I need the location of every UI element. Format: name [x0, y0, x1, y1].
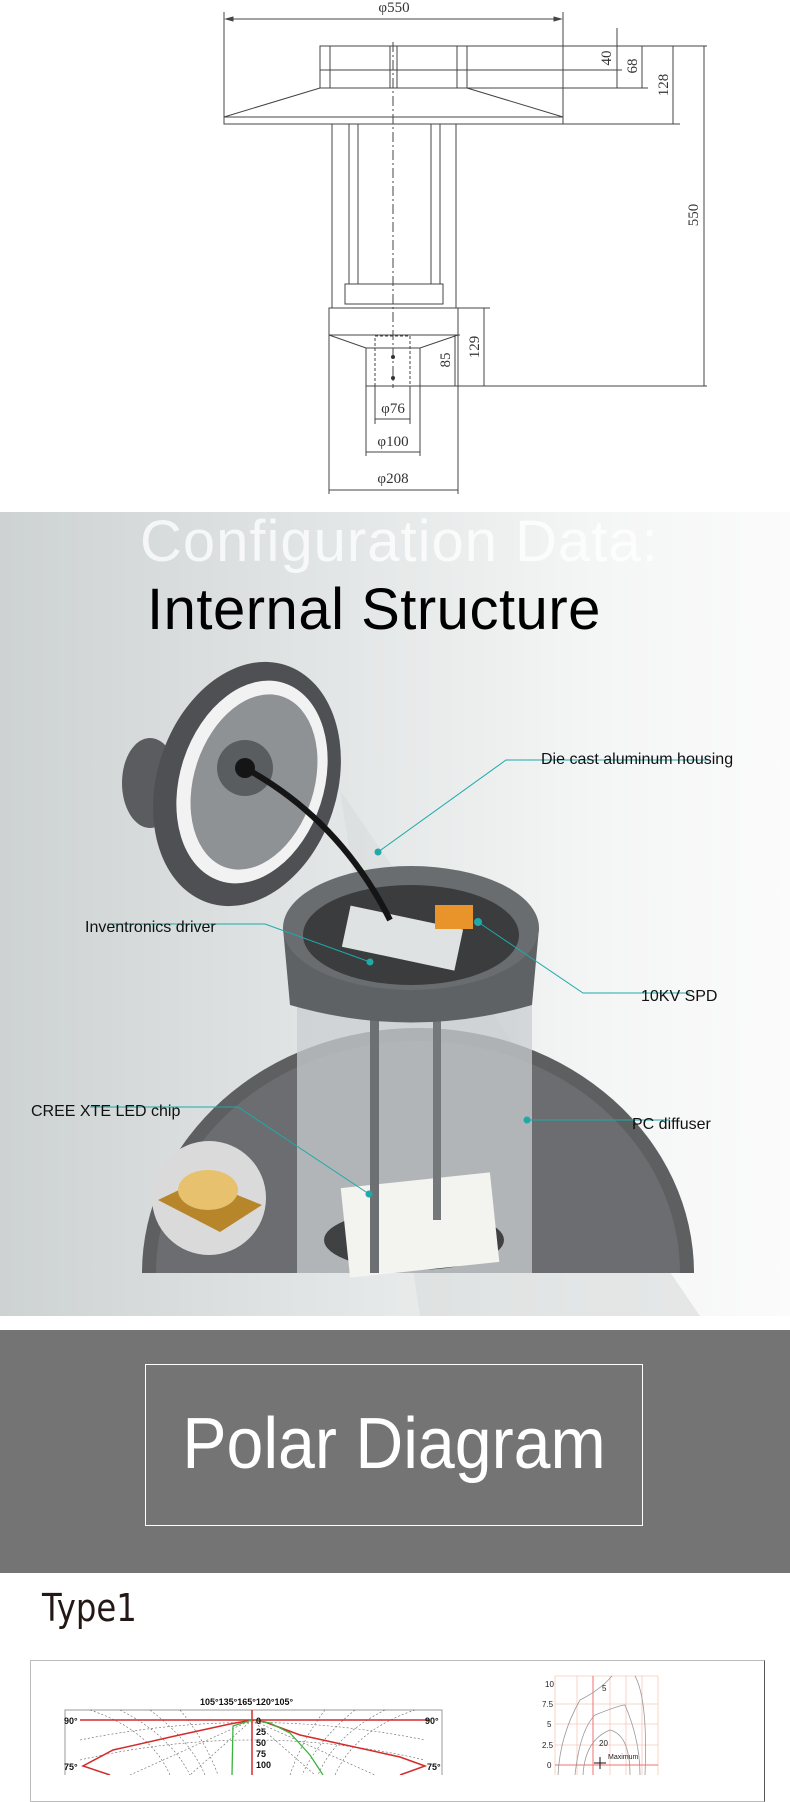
luminaire-illustration	[90, 661, 710, 1316]
radial-tick: 0	[256, 1716, 261, 1726]
callout-spd: 10KV SPD	[641, 988, 718, 1005]
callout-housing: Die cast aluminum housing	[541, 751, 734, 768]
dim-68: 68	[625, 59, 641, 74]
radial-tick: 75	[256, 1749, 266, 1759]
dim-top-diameter: φ550	[378, 0, 409, 16]
dim-550: 550	[686, 204, 702, 227]
radial-tick: 25	[256, 1727, 266, 1737]
type-heading: Type1	[42, 1586, 137, 1630]
radial-tick: 50	[256, 1738, 266, 1748]
maximum-marker-icon	[594, 1757, 606, 1769]
dimension-drawing: φ550 40 68 128 550 129 85 φ76 φ100 φ208	[223, 0, 707, 494]
dim-85: 85	[438, 353, 454, 368]
banner-title: Polar Diagram	[182, 1404, 606, 1484]
dim-diameter-208: φ208	[377, 471, 408, 487]
dim-128: 128	[656, 74, 672, 97]
polar-label-left-75: 75°	[64, 1762, 78, 1772]
dim-40: 40	[599, 51, 615, 66]
internal-structure-section: Configuration Data: Internal Structure D…	[0, 512, 790, 1316]
section-title: Internal Structure	[147, 577, 601, 642]
callout-led-chip: CREE XTE LED chip	[31, 1103, 181, 1120]
isolux-y-tick: 0	[547, 1761, 552, 1770]
isolux-y-tick: 2.5	[542, 1741, 554, 1750]
callout-driver: Inventronics driver	[85, 919, 216, 936]
polar-top-angles: 105°135°165°120°105°	[200, 1697, 293, 1707]
polar-label-right-90: 90°	[425, 1716, 439, 1726]
polar-label-right-75: 75°	[427, 1762, 441, 1772]
dim-diameter-76: φ76	[381, 401, 405, 417]
isolux-y-tick: 7.5	[542, 1700, 554, 1709]
isolux-y-tick: 10	[545, 1680, 554, 1689]
dim-diameter-100: φ100	[377, 434, 408, 450]
maximum-label: Maximum	[608, 1754, 639, 1761]
ghost-heading: Configuration Data:	[140, 512, 659, 574]
radial-tick: 100	[256, 1760, 271, 1770]
polar-label-left-90: 90°	[64, 1716, 78, 1726]
polar-diagram-banner: Polar Diagram	[0, 1330, 790, 1573]
contour-label-20: 20	[599, 1739, 608, 1748]
isolux-y-tick: 5	[547, 1720, 552, 1729]
isolux-chart: 10 7.5 5 2.5 0 5 20 Maximum	[542, 1675, 659, 1775]
dim-129: 129	[467, 336, 483, 359]
callout-diffuser: PC diffuser	[632, 1116, 711, 1133]
contour-label-5: 5	[602, 1684, 607, 1693]
banner-frame: Polar Diagram	[145, 1364, 643, 1526]
polar-chart: 105°135°165°120°105° 90° 90° 75° 75° 0 2…	[64, 1697, 443, 1775]
photometric-charts: 105°135°165°120°105° 90° 90° 75° 75° 0 2…	[64, 1675, 659, 1775]
